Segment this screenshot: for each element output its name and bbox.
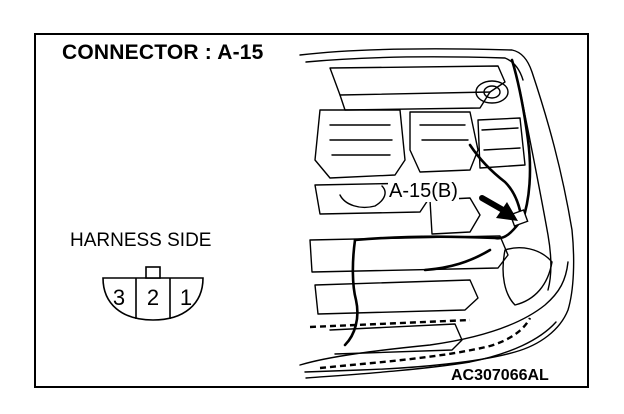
connector-title: CONNECTOR : A-15 xyxy=(62,41,264,64)
harness-side-label: HARNESS SIDE xyxy=(70,230,212,251)
connector-a15-location xyxy=(509,209,529,227)
connector-body xyxy=(102,277,204,321)
bumper-outline xyxy=(299,261,569,366)
headlamp xyxy=(502,247,553,306)
lower-rail xyxy=(309,235,509,273)
radiator-support xyxy=(329,65,506,96)
intake xyxy=(409,111,479,173)
pin-3: 3 xyxy=(113,285,125,310)
battery xyxy=(477,117,526,169)
connector-callout: A-15(B) xyxy=(388,180,459,202)
diagram-frame xyxy=(34,33,589,388)
arrow-icon xyxy=(479,195,518,221)
hood-outline xyxy=(299,48,575,373)
reservoir xyxy=(475,80,509,104)
bumper-lower xyxy=(305,321,557,379)
harness-dashed xyxy=(309,317,532,370)
connector-latch xyxy=(145,266,161,279)
pin-2: 2 xyxy=(147,285,159,310)
hood-inner-edge xyxy=(305,56,524,81)
figure-code: AC307066AL xyxy=(451,367,549,384)
wiring-harness xyxy=(343,58,532,347)
engine-block xyxy=(314,109,406,179)
connector-symbol xyxy=(102,266,204,321)
pin-1: 1 xyxy=(180,285,192,310)
